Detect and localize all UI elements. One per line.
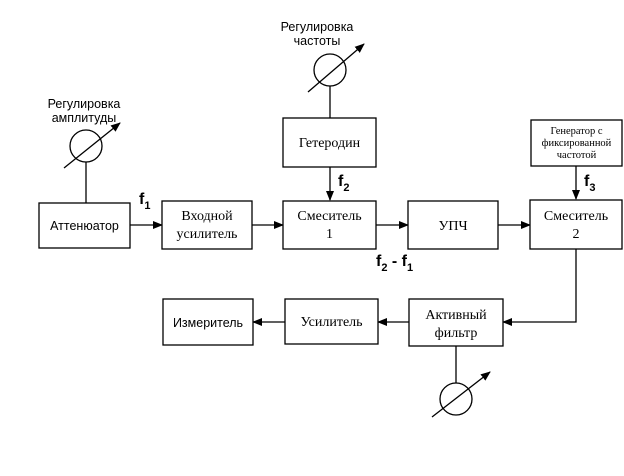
mixer1-label-line2: 1 (326, 227, 333, 242)
block-input-amplifier: Входной усилитель (161, 200, 253, 250)
block-ipc: УПЧ (407, 200, 499, 250)
mixer1-label-line1: Смеситель (297, 209, 361, 224)
mixer2-label-line2: 2 (573, 227, 580, 242)
fixed-gen-label-line2: фиксированной (542, 138, 612, 149)
input-amp-label-line2: усилитель (177, 227, 238, 242)
frequency-control-label-line2: частоты (294, 34, 341, 48)
signal-f2-minus-f1: f2 - f1 (376, 253, 413, 274)
fixed-gen-label-line3: частотой (557, 150, 597, 161)
block-mixer-2: Смеситель 2 (529, 199, 623, 250)
ipc-label: УПЧ (438, 219, 467, 234)
signal-f3: f3 (584, 173, 595, 194)
attenuator-label: Аттенюатор (50, 219, 119, 233)
signal-f2: f2 (338, 173, 349, 194)
input-amp-label-line1: Входной (181, 209, 233, 224)
block-amplifier: Усилитель (284, 298, 379, 345)
filter-control-knob-icon (431, 371, 491, 418)
active-filter-label-line1: Активный (425, 308, 487, 323)
connector-mixer2-to-active-filter (502, 249, 577, 326)
block-heterodyne: Гетеродин (282, 117, 377, 168)
meter-label: Измеритель (173, 316, 243, 330)
block-mixer-1: Смеситель 1 (282, 200, 377, 250)
amplitude-control-knob-icon (63, 122, 121, 169)
block-attenuator: Аттенюатор (38, 202, 131, 249)
block-active-filter: Активный фильтр (408, 298, 504, 347)
amplitude-control-label-line2: амплитуды (52, 111, 117, 125)
block-meter: Измеритель (162, 298, 254, 346)
heterodyne-label: Гетеродин (299, 136, 361, 151)
block-fixed-frequency-generator: Генератор с фиксированной частотой (530, 119, 623, 167)
amplitude-control-label-line1: Регулировка (48, 97, 121, 111)
amplifier-label: Усилитель (300, 315, 362, 330)
fixed-gen-label-line1: Генератор с (550, 126, 602, 137)
signal-f1: f1 (139, 191, 150, 212)
active-filter-label-line2: фильтр (435, 326, 478, 341)
frequency-control-knob-icon (307, 43, 365, 93)
mixer2-label-line1: Смеситель (544, 209, 608, 224)
frequency-control-label-line1: Регулировка (281, 20, 354, 34)
